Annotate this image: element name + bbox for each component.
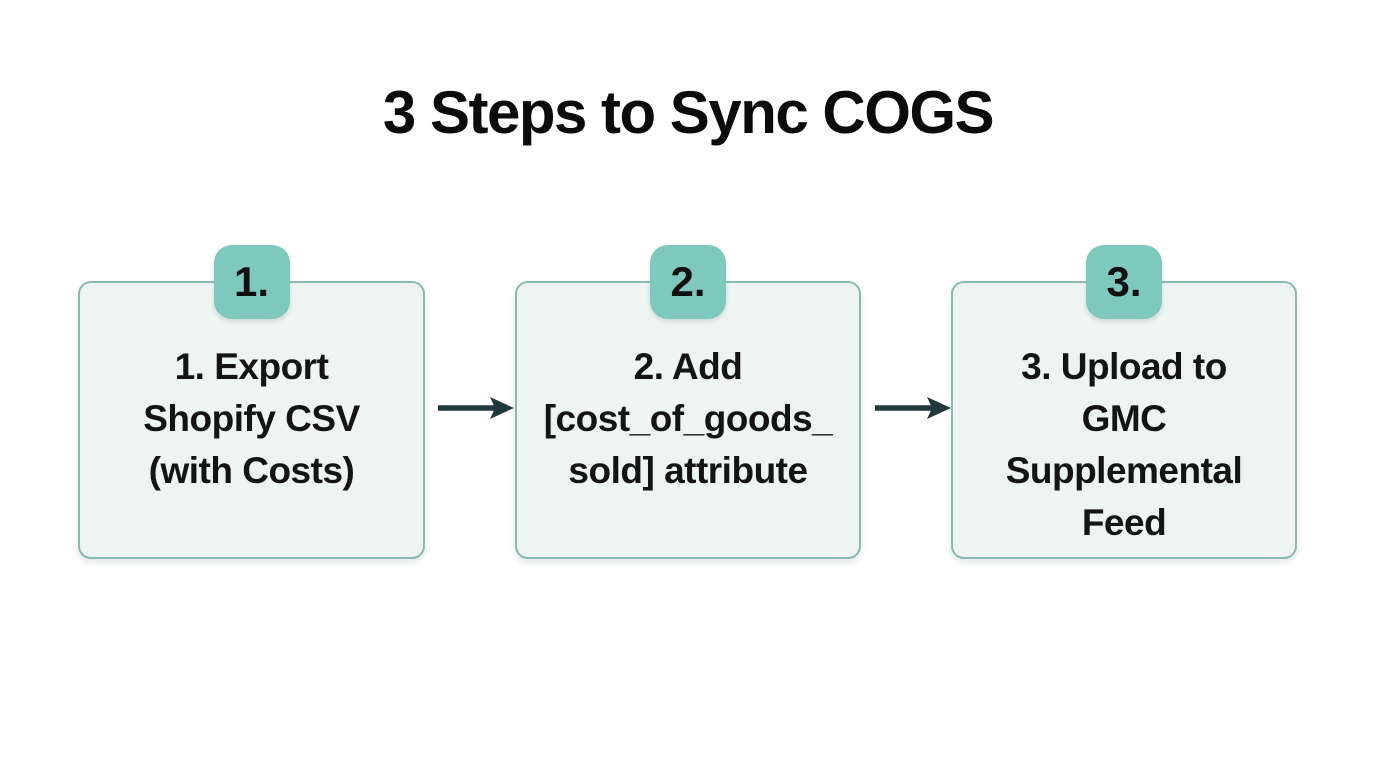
- step-1-line-2: Shopify CSV: [143, 398, 360, 439]
- step-1-line-3: (with Costs): [148, 450, 355, 491]
- step-1-line-1: 1. Export: [174, 346, 329, 387]
- arrow-right-icon: [438, 397, 514, 419]
- step-3-line-1: 3. Upload to: [1021, 346, 1227, 387]
- arrow-right-icon: [875, 397, 951, 419]
- step-2-badge: 2.: [650, 245, 726, 319]
- step-2-line-1: 2. Add: [633, 346, 743, 387]
- step-card-2: 2. 2. Add [cost_of_goods_ sold] attribut…: [515, 245, 861, 559]
- step-3-text: 3. Upload to GMC Supplemental Feed: [953, 283, 1295, 557]
- step-3-line-4: Feed: [1081, 502, 1167, 543]
- page-title: 3 Steps to Sync COGS: [382, 79, 995, 146]
- step-2-line-2: [cost_of_goods_: [543, 398, 833, 439]
- step-card-1: 1. 1. Export Shopify CSV (with Costs): [78, 245, 425, 559]
- step-1-text: 1. Export Shopify CSV (with Costs): [80, 283, 423, 557]
- step-1-badge: 1.: [213, 245, 290, 319]
- step-3-line-2: GMC: [1081, 398, 1167, 439]
- step-3-line-3: Supplemental: [1005, 450, 1243, 491]
- step-2-line-3: sold] attribute: [568, 450, 808, 491]
- step-2-text: 2. Add [cost_of_goods_ sold] attribute: [517, 283, 859, 557]
- step-3-badge: 3.: [1086, 245, 1162, 319]
- step-card-3: 3. 3. Upload to GMC Supplemental Feed: [951, 245, 1297, 559]
